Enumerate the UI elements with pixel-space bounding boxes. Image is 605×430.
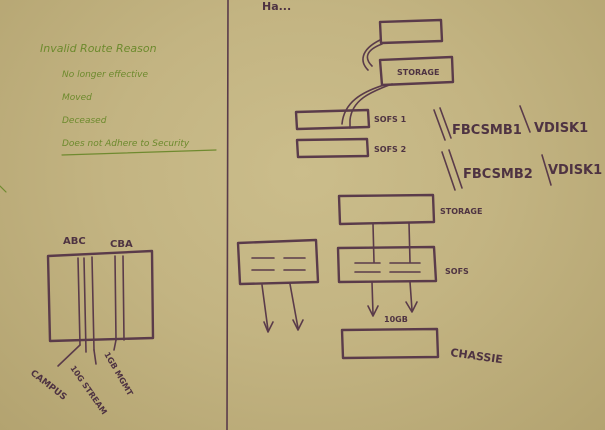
label-storage-top: STORAGE [397, 68, 439, 77]
label-abc: ABC [63, 236, 86, 247]
arrow-right-2 [409, 281, 413, 311]
notes-item-3: Deceased [62, 116, 107, 126]
sofs2-box [295, 137, 370, 159]
label-sofs2: SOFS 2 [374, 145, 406, 154]
label-stream: 10G STREAM [68, 364, 108, 416]
line-2 [83, 257, 87, 353]
notes-item-4: Does not Adhere to Security [62, 139, 190, 149]
switch-box [46, 249, 155, 343]
storage-top-box [378, 55, 455, 87]
label-sofs: SOFS [445, 267, 469, 276]
mgmt-leader [113, 339, 117, 351]
sofs-box [336, 245, 438, 284]
label-vdisk1-b: VDISK1 [548, 163, 602, 178]
notes-title: Invalid Route Reason [40, 42, 157, 55]
link-storage-sofs-1 [372, 223, 375, 263]
header-partial: Ha... [262, 0, 291, 13]
arrowhead-right-1 [367, 305, 379, 317]
arrowhead-left-1 [263, 321, 274, 333]
switch-small [236, 238, 320, 286]
notes-item-1: No longer effective [62, 70, 148, 80]
line-5 [122, 255, 125, 341]
arrowhead-left-2 [292, 319, 304, 331]
link-storage-sofs-2 [408, 222, 411, 263]
arrow-left-2 [289, 283, 299, 329]
chassis-box [340, 327, 440, 360]
storage-mid-box [337, 193, 436, 226]
label-mgmt: 1GB MGMT [102, 351, 135, 398]
label-vdisk1-a: VDISK1 [534, 121, 588, 136]
cable-1 [366, 43, 383, 67]
separator-2 [541, 154, 552, 186]
cable-4 [341, 84, 385, 125]
double-bar-2 [441, 149, 463, 191]
green-mark [0, 185, 7, 193]
label-fbcsmb2: FBCSMB2 [463, 167, 533, 182]
double-bar-1 [433, 107, 452, 141]
label-speed: 10GB [384, 315, 408, 324]
arrow-left-1 [261, 284, 269, 331]
label-fbcsmb1: FBCSMB1 [452, 123, 522, 138]
storage-top-box-upper [378, 18, 444, 45]
stream-leader [93, 349, 97, 365]
label-storage-mid: STORAGE [440, 207, 482, 216]
cable-2 [362, 39, 381, 71]
line-3 [91, 256, 95, 351]
line-1 [77, 257, 81, 346]
line-4 [114, 255, 117, 341]
notes-underline [61, 149, 217, 156]
divider-line [226, 0, 229, 430]
label-cba: CBA [110, 239, 133, 250]
label-campus: CAMPUS [28, 368, 68, 402]
arrowhead-right-2 [405, 301, 418, 313]
cable-3 [349, 83, 393, 129]
separator-1 [519, 105, 531, 133]
campus-leader [57, 344, 81, 367]
label-chassis: CHASSIE [450, 346, 504, 366]
sofs1-box [294, 108, 371, 131]
label-sofs1: SOFS 1 [374, 115, 407, 124]
arrow-right-1 [371, 281, 374, 315]
notes-item-2: Moved [62, 93, 92, 103]
